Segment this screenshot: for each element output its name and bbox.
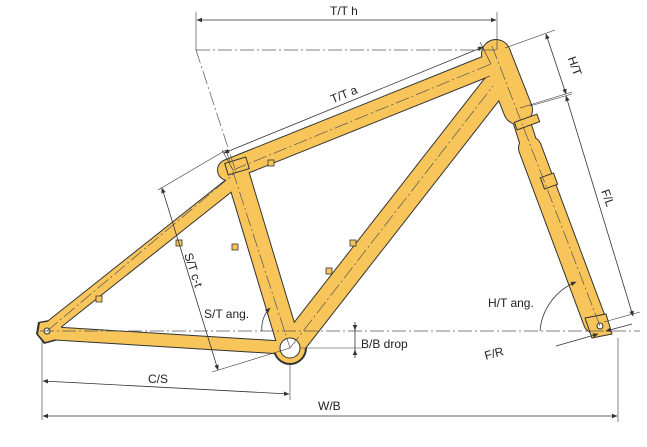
- label-tt-a: T/T a: [328, 83, 359, 107]
- steering-axis-centerline: [491, 45, 601, 327]
- seat-clamp: [224, 156, 250, 176]
- fork-brake-mount: [539, 172, 559, 190]
- label-ht: H/T: [565, 55, 585, 79]
- frame-fills: [38, 40, 613, 363]
- st-ang-arc: [261, 307, 271, 332]
- label-ht-ang: H/T ang.: [488, 296, 534, 310]
- tt-a-extension-right: [479, 41, 492, 65]
- fl-dimension-line: [565, 95, 634, 317]
- chain-stay: [41, 327, 296, 354]
- down-tube-boss-2: [325, 267, 333, 275]
- ht-dimension-line: [545, 33, 567, 95]
- fr-arrow-left: [555, 333, 599, 347]
- fl-extension-bottom: [603, 311, 641, 323]
- dimension-lines: [41, 12, 641, 422]
- seat-tube: [226, 161, 301, 359]
- cs-dimension-line: [42, 379, 290, 396]
- label-fr: F/R: [483, 344, 506, 363]
- fork-leg: [519, 137, 606, 333]
- st-ctt-extension-bottom: [211, 347, 291, 373]
- dimension-labels: T/T h T/T a H/T F/L S/T c-t S/T ang. B/B…: [148, 4, 617, 413]
- seat-stay-boss: [95, 295, 103, 303]
- top-tube-vertical-centerline: [195, 49, 237, 173]
- label-tt-h: T/T h: [330, 4, 358, 18]
- front-axle: [596, 322, 604, 330]
- fr-arrow-right: [605, 323, 633, 332]
- ht-ang-arc: [539, 281, 577, 332]
- seat-tube-centerline: [225, 149, 291, 349]
- down-tube-boss-1: [349, 239, 357, 247]
- top-tube-boss: [267, 159, 275, 167]
- ht-extension-bottom: [519, 91, 573, 109]
- st-ctt-extension-top: [157, 149, 227, 191]
- label-fl: F/L: [598, 187, 617, 208]
- tt-a-dimension-line: [223, 46, 484, 154]
- label-wb: W/B: [318, 399, 341, 413]
- label-bb-drop: B/B drop: [361, 337, 408, 351]
- ht-extension-top: [504, 29, 556, 49]
- label-st-ctt: S/T c-t: [181, 251, 205, 289]
- tt-a-extension-left: [221, 149, 234, 171]
- head-tube: [482, 40, 532, 124]
- label-cs: C/S: [148, 372, 168, 386]
- st-ctt-dimension-line: [161, 187, 219, 371]
- fork-crown: [513, 113, 541, 131]
- label-st-ang: S/T ang.: [204, 307, 249, 321]
- bike-frame: [36, 39, 613, 365]
- seat-tube-boss: [231, 243, 239, 251]
- fl-extension-top: [529, 93, 573, 107]
